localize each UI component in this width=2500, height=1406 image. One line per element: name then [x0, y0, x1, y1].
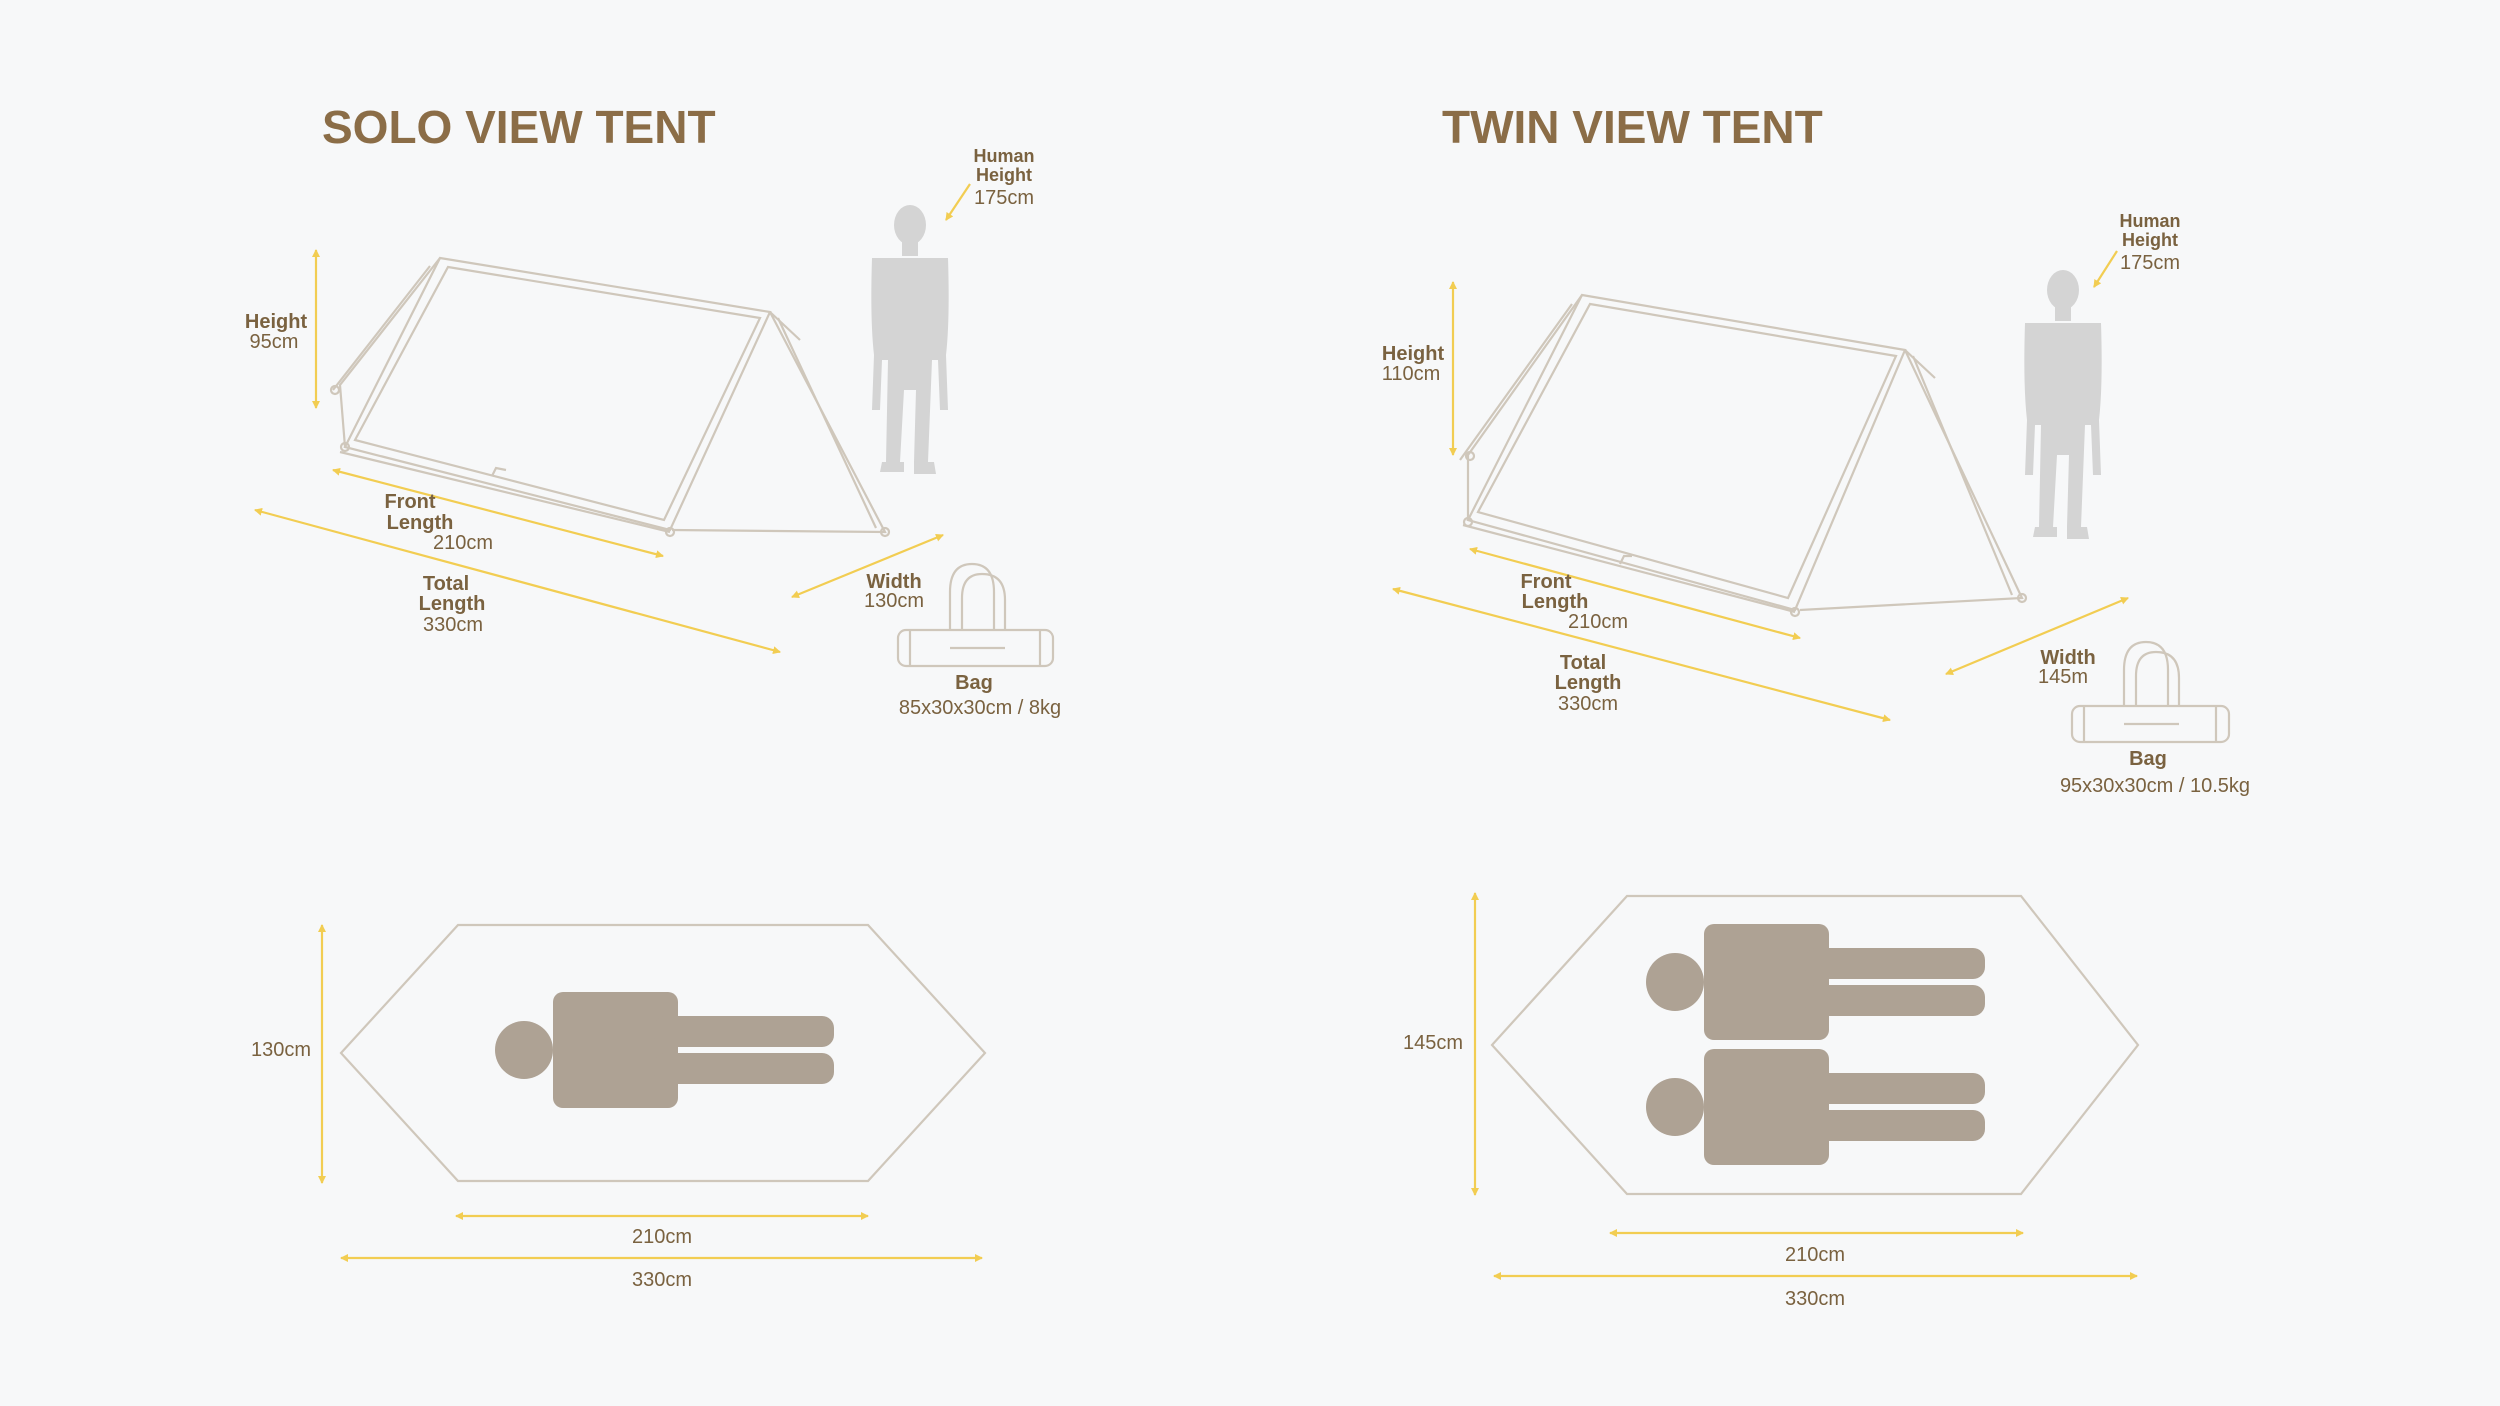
twin-front-line1: Front	[1520, 571, 1571, 593]
solo-total-line2: Length	[419, 593, 486, 615]
solo-total-line1: Total	[423, 573, 469, 595]
solo-section: SOLO VIEW TENT	[245, 101, 1061, 1291]
solo-plan-width: 130cm	[251, 1039, 311, 1061]
twin-section: TWIN VIEW TENT	[1382, 101, 2250, 1310]
twin-tent-outline	[1459, 293, 2028, 618]
twin-bag-icon	[2070, 640, 2231, 744]
solo-total-value: 330cm	[423, 614, 483, 636]
solo-width-label: Width	[866, 571, 921, 593]
twin-height-value: 110cm	[1382, 363, 1441, 385]
twin-human-line2: Height	[2122, 230, 2178, 250]
solo-front-value: 210cm	[433, 532, 493, 554]
solo-plan-inner-length: 210cm	[632, 1226, 692, 1248]
twin-lying-person-bottom	[1646, 1049, 1985, 1165]
twin-height-label: Height	[1382, 343, 1445, 365]
solo-width-value: 130cm	[864, 590, 924, 612]
solo-human-value: 175cm	[974, 187, 1034, 209]
twin-dimension-arrows	[1392, 250, 2129, 723]
twin-plan-inner-length: 210cm	[1785, 1244, 1845, 1266]
solo-bag-value: 85x30x30cm / 8kg	[899, 697, 1061, 719]
twin-floor-plan: 145cm 210cm 330cm	[1403, 892, 2140, 1310]
twin-width-label: Width	[2040, 647, 2095, 669]
twin-bag-label: Bag	[2129, 748, 2167, 770]
solo-human-silhouette	[871, 205, 949, 474]
twin-title: TWIN VIEW TENT	[1442, 101, 1823, 153]
solo-height-value: 95cm	[250, 331, 299, 353]
twin-front-value: 210cm	[1568, 611, 1628, 633]
twin-front-line2: Length	[1522, 591, 1589, 613]
solo-human-line2: Height	[976, 165, 1032, 185]
solo-labels: Height 95cm Human Height 175cm Front Len…	[245, 146, 1061, 719]
twin-total-value: 330cm	[1558, 693, 1618, 715]
solo-front-line1: Front	[384, 491, 435, 513]
twin-human-value: 175cm	[2120, 252, 2180, 274]
solo-human-line1: Human	[973, 146, 1034, 166]
solo-plan-total-length: 330cm	[632, 1269, 692, 1291]
solo-bag-label: Bag	[955, 672, 993, 694]
twin-width-value: 145m	[2038, 666, 2088, 688]
twin-lying-person-top	[1646, 924, 1985, 1040]
solo-title: SOLO VIEW TENT	[322, 101, 716, 153]
solo-bag-icon	[896, 562, 1055, 668]
solo-height-label: Height	[245, 311, 308, 333]
twin-plan-width: 145cm	[1403, 1032, 1463, 1054]
solo-floor-plan: 130cm 210cm 330cm	[251, 923, 987, 1291]
solo-front-line2: Length	[387, 512, 454, 534]
solo-dimension-arrows	[254, 183, 971, 655]
twin-total-line1: Total	[1560, 652, 1606, 674]
twin-labels: Height 110cm Human Height 175cm Front Le…	[1382, 211, 2250, 797]
twin-total-line2: Length	[1555, 672, 1622, 694]
twin-human-line1: Human	[2119, 211, 2180, 231]
twin-human-silhouette	[2024, 270, 2102, 539]
solo-lying-person	[495, 992, 834, 1108]
twin-plan-total-length: 330cm	[1785, 1288, 1845, 1310]
twin-bag-value: 95x30x30cm / 10.5kg	[2060, 775, 2250, 797]
